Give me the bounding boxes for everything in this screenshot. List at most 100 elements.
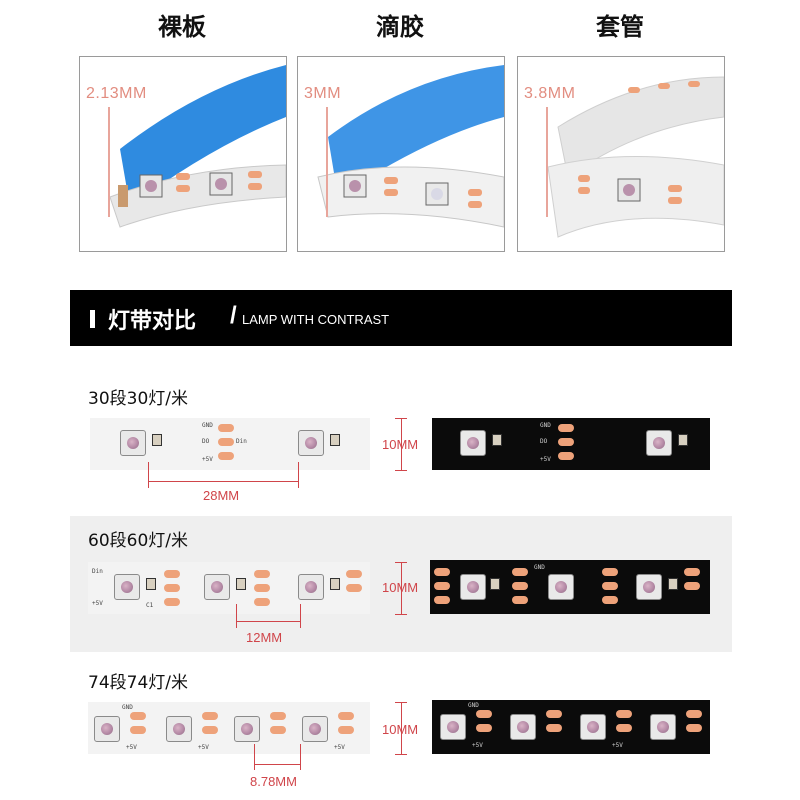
width-dim-cap bbox=[395, 418, 407, 419]
label-5v: +5V bbox=[126, 744, 137, 751]
led-chip bbox=[460, 574, 486, 600]
solder-pad bbox=[164, 570, 180, 578]
capacitor bbox=[330, 578, 340, 590]
strip-74-black: GND +5V +5V bbox=[432, 700, 710, 754]
led-chip bbox=[94, 716, 120, 742]
strip-30-white: GND DO +5V Din bbox=[90, 418, 370, 470]
led-chip bbox=[234, 716, 260, 742]
label-5v: +5V bbox=[92, 600, 103, 607]
spacing-dim-tick bbox=[236, 604, 237, 628]
solder-pad bbox=[434, 568, 450, 576]
led-chip bbox=[460, 430, 486, 456]
label-din: Din bbox=[92, 568, 103, 575]
thickness-label-sleeve: 3.8MM bbox=[524, 85, 576, 102]
section-title-60: 60段60灯/米 bbox=[88, 531, 188, 551]
banner-accent-bar bbox=[90, 310, 95, 328]
section-title-30: 30段30灯/米 bbox=[88, 389, 188, 409]
label-5v: +5V bbox=[202, 456, 213, 463]
led-chip bbox=[440, 714, 466, 740]
label-do: DO bbox=[540, 438, 548, 445]
solder-pad bbox=[602, 582, 618, 590]
photo-panel-sleeve: 3.8MM bbox=[517, 56, 725, 252]
led-chip bbox=[636, 574, 662, 600]
solder-pad bbox=[338, 726, 354, 734]
solder-pad bbox=[218, 424, 234, 432]
label-din: Din bbox=[236, 438, 247, 445]
banner-title-cn: 灯带对比 bbox=[108, 309, 197, 334]
solder-pad bbox=[338, 712, 354, 720]
solder-pad bbox=[512, 568, 528, 576]
photo-panel-bare: 2.13MM bbox=[79, 56, 287, 252]
thickness-label-epoxy: 3MM bbox=[304, 85, 342, 102]
led-chip bbox=[650, 714, 676, 740]
sleeve-strip-illustration bbox=[547, 76, 724, 238]
capacitor bbox=[492, 434, 502, 446]
capacitor bbox=[236, 578, 246, 590]
spacing-dim-tick bbox=[254, 744, 255, 770]
solder-pad bbox=[130, 726, 146, 734]
width-dim-cap bbox=[395, 614, 407, 615]
solder-pad bbox=[602, 596, 618, 604]
solder-pad bbox=[558, 424, 574, 432]
variant-label-bare: 裸板 bbox=[158, 13, 206, 41]
solder-pad bbox=[512, 582, 528, 590]
strip-74-white: GND +5V +5V +5V bbox=[88, 702, 370, 754]
strip-60-black: GND bbox=[430, 560, 710, 614]
label-5v: +5V bbox=[198, 744, 209, 751]
spacing-dim-line bbox=[254, 764, 300, 765]
spacing-dim-line bbox=[236, 621, 300, 622]
spacing-dim-label-30: 28MM bbox=[203, 488, 240, 503]
strip-30-black: GND DO +5V bbox=[432, 418, 710, 470]
capacitor bbox=[146, 578, 156, 590]
solder-pad bbox=[512, 596, 528, 604]
solder-pad bbox=[558, 452, 574, 460]
bare-strip-illustration bbox=[109, 65, 286, 228]
width-dim-line bbox=[401, 702, 402, 754]
strip-60-white: Din +5V C1 bbox=[88, 562, 370, 614]
solder-pad bbox=[164, 584, 180, 592]
capacitor bbox=[330, 434, 340, 446]
spacing-dim-tick bbox=[148, 462, 149, 488]
solder-pad bbox=[270, 726, 286, 734]
solder-pad bbox=[684, 582, 700, 590]
width-dim-line bbox=[401, 562, 402, 614]
label-gnd: GND bbox=[122, 704, 133, 711]
label-gnd: GND bbox=[534, 564, 545, 571]
width-dim-label-30: 10MM bbox=[382, 437, 419, 452]
solder-pad bbox=[476, 724, 492, 732]
variant-label-epoxy: 滴胶 bbox=[376, 13, 424, 41]
banner-slash: / bbox=[230, 302, 237, 329]
solder-pad bbox=[270, 712, 286, 720]
solder-pad bbox=[346, 584, 362, 592]
solder-pad bbox=[546, 710, 562, 718]
solder-pad bbox=[546, 724, 562, 732]
solder-pad bbox=[616, 724, 632, 732]
led-chip bbox=[298, 430, 324, 456]
solder-pad bbox=[686, 710, 702, 718]
solder-pad bbox=[254, 570, 270, 578]
width-dim-label-60: 10MM bbox=[382, 580, 419, 595]
width-dim-cap bbox=[395, 702, 407, 703]
capacitor bbox=[490, 578, 500, 590]
thickness-marker-sleeve bbox=[546, 107, 548, 217]
led-chip bbox=[120, 430, 146, 456]
spacing-dim-tick bbox=[298, 462, 299, 488]
spacing-dim-tick bbox=[300, 604, 301, 628]
spacing-dim-label-60: 12MM bbox=[246, 630, 283, 645]
label-5v: +5V bbox=[612, 742, 623, 749]
label-gnd: GND bbox=[468, 702, 479, 709]
led-chip bbox=[166, 716, 192, 742]
led-chip bbox=[548, 574, 574, 600]
led-chip bbox=[580, 714, 606, 740]
solder-pad bbox=[202, 712, 218, 720]
thickness-label-bare: 2.13MM bbox=[86, 85, 147, 102]
capacitor bbox=[668, 578, 678, 590]
solder-pad bbox=[254, 598, 270, 606]
label-5v: +5V bbox=[472, 742, 483, 749]
banner-title-en: LAMP WITH CONTRAST bbox=[242, 312, 390, 327]
label-c1: C1 bbox=[146, 602, 154, 609]
led-chip bbox=[114, 574, 140, 600]
solder-pad bbox=[218, 438, 234, 446]
solder-pad bbox=[686, 724, 702, 732]
epoxy-strip-illustration bbox=[317, 65, 504, 228]
